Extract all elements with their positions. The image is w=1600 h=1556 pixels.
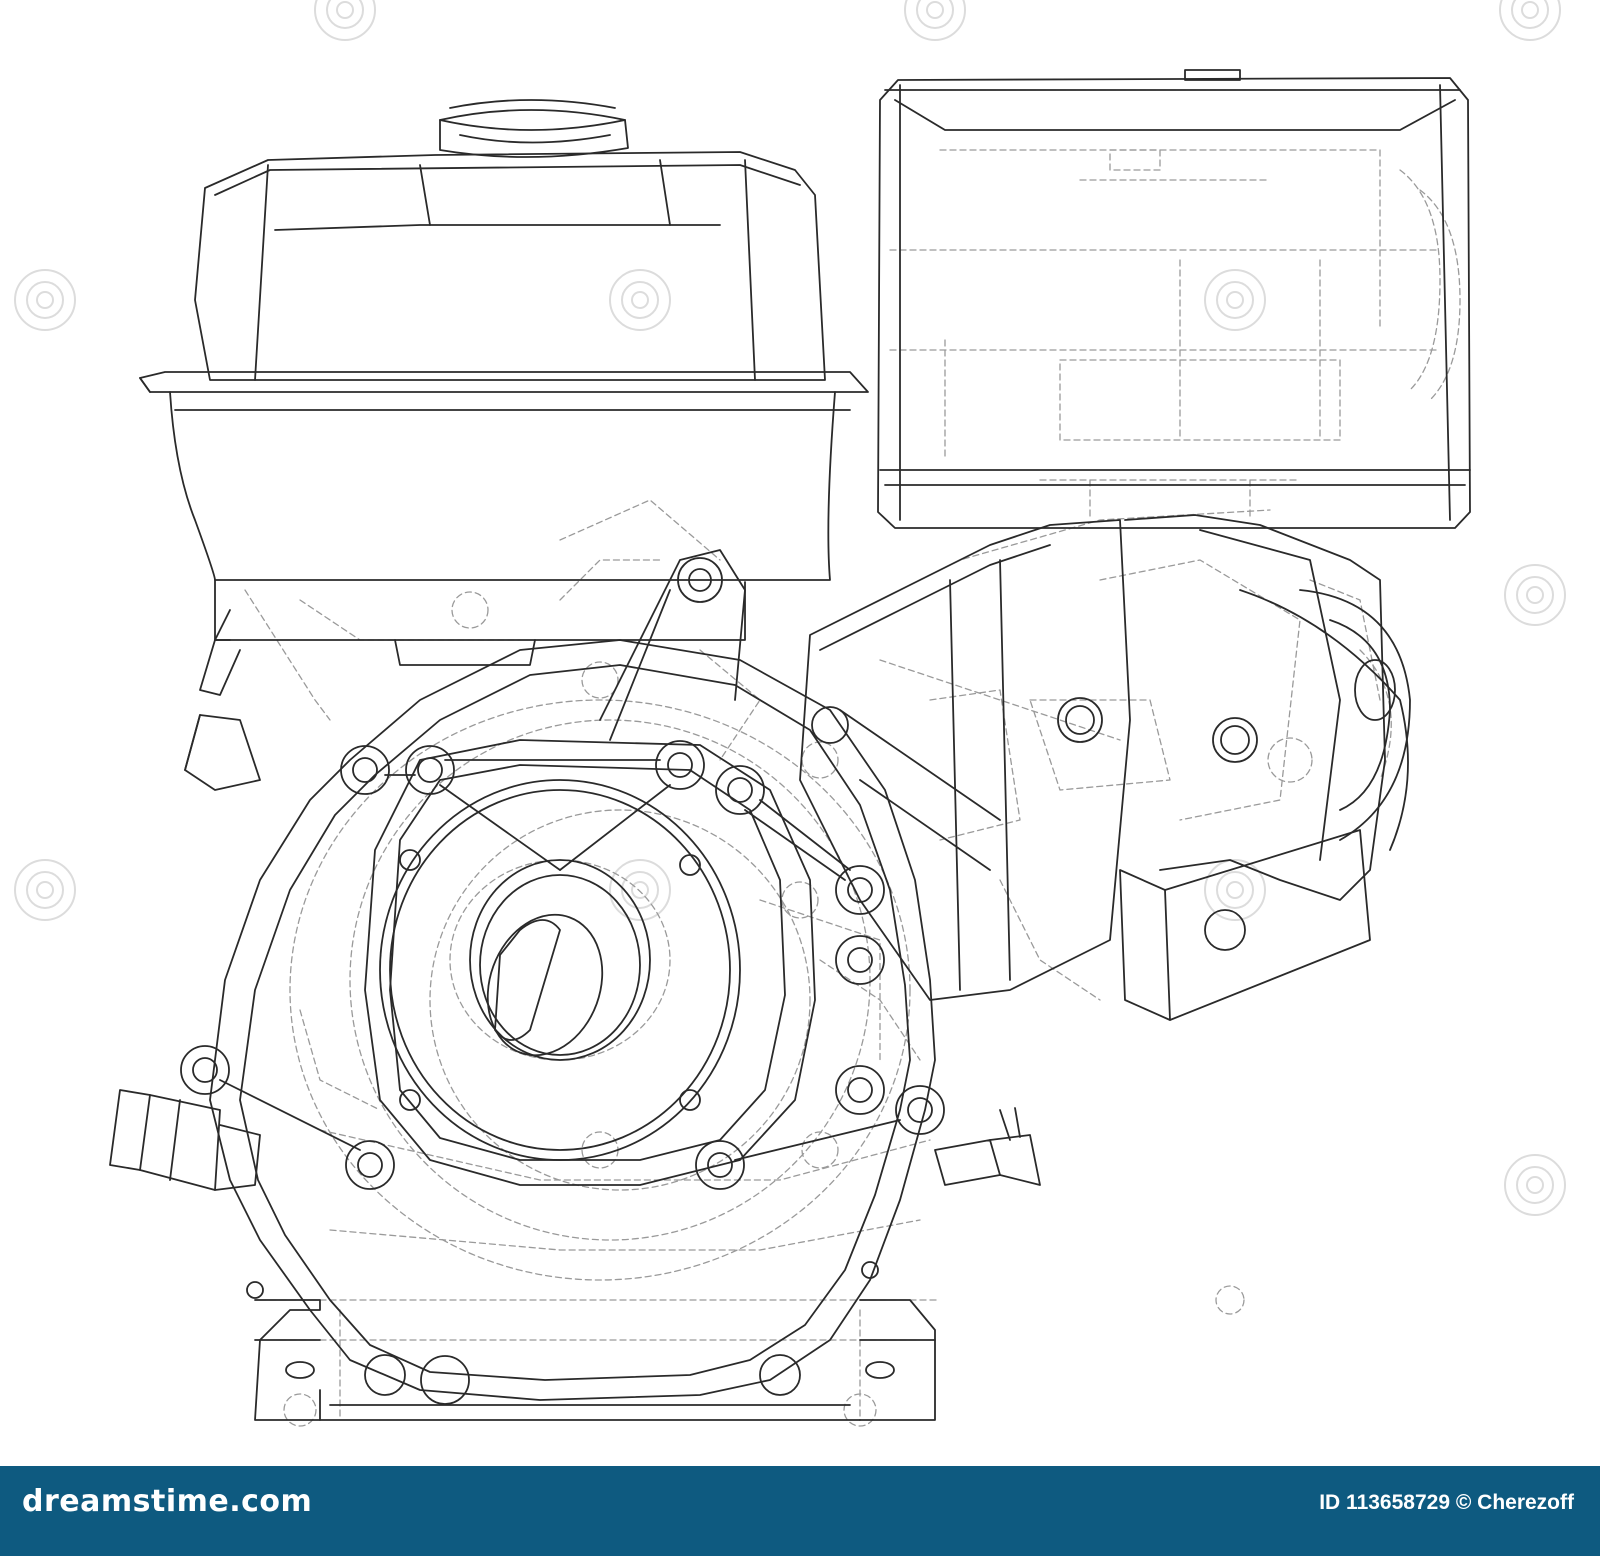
crank-ring-outer xyxy=(379,779,741,1161)
left-fitting-lower xyxy=(109,1089,151,1171)
crankcase-outline xyxy=(209,639,936,1401)
crank-ring-mid xyxy=(469,859,651,1061)
starter-bulge xyxy=(1299,589,1411,841)
solid-lines xyxy=(109,69,1471,1421)
stock-logo[interactable]: dreamstime.com xyxy=(22,1484,313,1519)
mounting-plate xyxy=(364,739,816,1186)
engine-drawing xyxy=(109,69,1471,1427)
bolt-bosses xyxy=(180,557,1258,1405)
left-fitting-upper xyxy=(199,639,241,696)
fuel-cap xyxy=(439,109,629,158)
fuel-tank-bowl xyxy=(169,391,836,581)
footer-bar: dreamstime.com ID 113658729 © Cherezoff xyxy=(0,1466,1600,1556)
base-right xyxy=(859,1299,936,1421)
base-left xyxy=(254,1299,321,1421)
cylinder-block xyxy=(799,519,1131,1001)
crankshaft xyxy=(486,913,604,1057)
fuel-tank-flange xyxy=(139,371,869,393)
air-filter-box xyxy=(877,77,1471,529)
tank-bracket xyxy=(599,549,746,721)
image-credit: ID 113658729 © Cherezoff xyxy=(1319,1491,1574,1514)
fuel-tank-top xyxy=(194,151,826,381)
illustration-canvas xyxy=(14,0,1566,1427)
right-fitting-lower xyxy=(934,1139,1001,1186)
carburetor xyxy=(1124,514,1386,901)
